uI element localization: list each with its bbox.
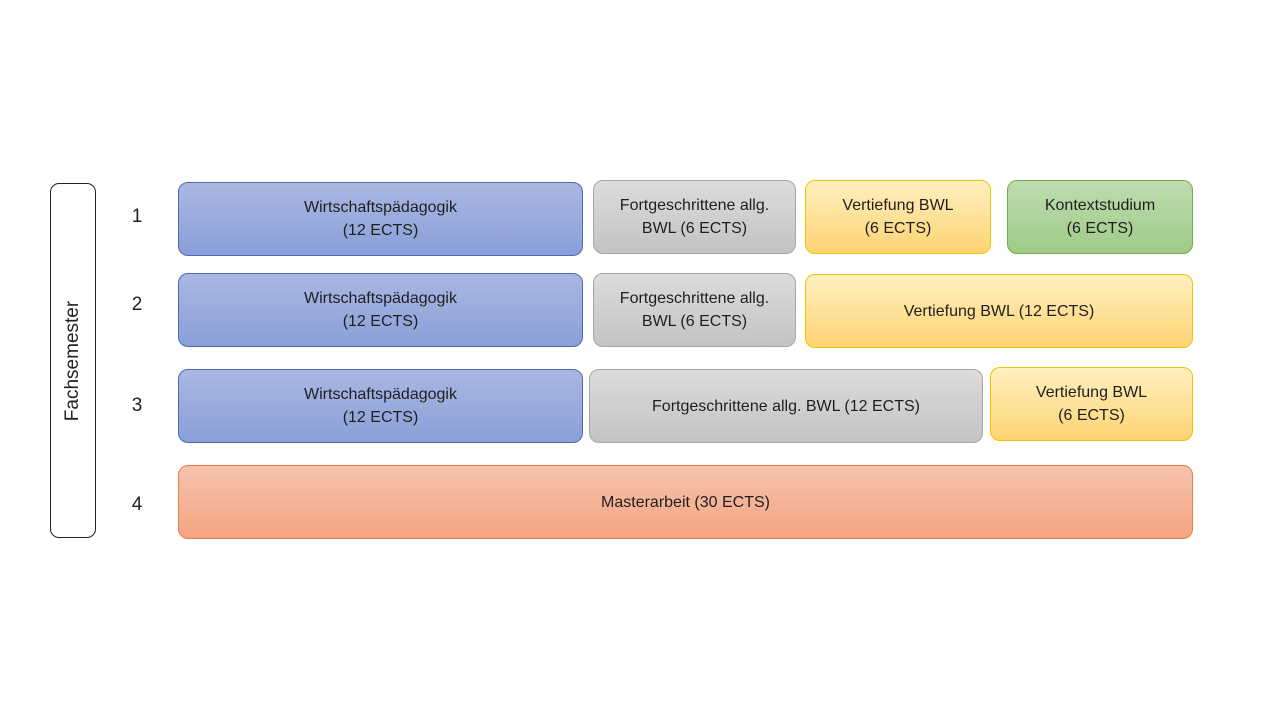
module-masterarbeit-semester-4: Masterarbeit (30 ECTS): [178, 465, 1193, 539]
module-fortgeschrittene-bwl-semester-2: Fortgeschrittene allg. BWL (6 ECTS): [593, 273, 796, 347]
semester-number-2: 2: [131, 294, 143, 315]
module-wirtschaftspaedagogik-semester-3: Wirtschaftspädagogik (12 ECTS): [178, 369, 583, 443]
semester-number-1: 1: [131, 206, 143, 227]
module-kontextstudium-semester-1: Kontextstudium (6 ECTS): [1007, 180, 1193, 254]
module-wirtschaftspaedagogik-semester-2: Wirtschaftspädagogik (12 ECTS): [178, 273, 583, 347]
module-vertiefung-bwl-semester-3: Vertiefung BWL (6 ECTS): [990, 367, 1193, 441]
module-fortgeschrittene-bwl-semester-1: Fortgeschrittene allg. BWL (6 ECTS): [593, 180, 796, 254]
semester-number-4: 4: [131, 494, 143, 515]
semester-axis-box: Fachsemester: [50, 183, 96, 538]
semester-number-3: 3: [131, 395, 143, 416]
module-vertiefung-bwl-semester-1: Vertiefung BWL (6 ECTS): [805, 180, 991, 254]
module-fortgeschrittene-bwl-semester-3: Fortgeschrittene allg. BWL (12 ECTS): [589, 369, 983, 443]
semester-axis-label: Fachsemester: [62, 300, 83, 421]
module-wirtschaftspaedagogik-semester-1: Wirtschaftspädagogik (12 ECTS): [178, 182, 583, 256]
module-vertiefung-bwl-semester-2: Vertiefung BWL (12 ECTS): [805, 274, 1193, 348]
